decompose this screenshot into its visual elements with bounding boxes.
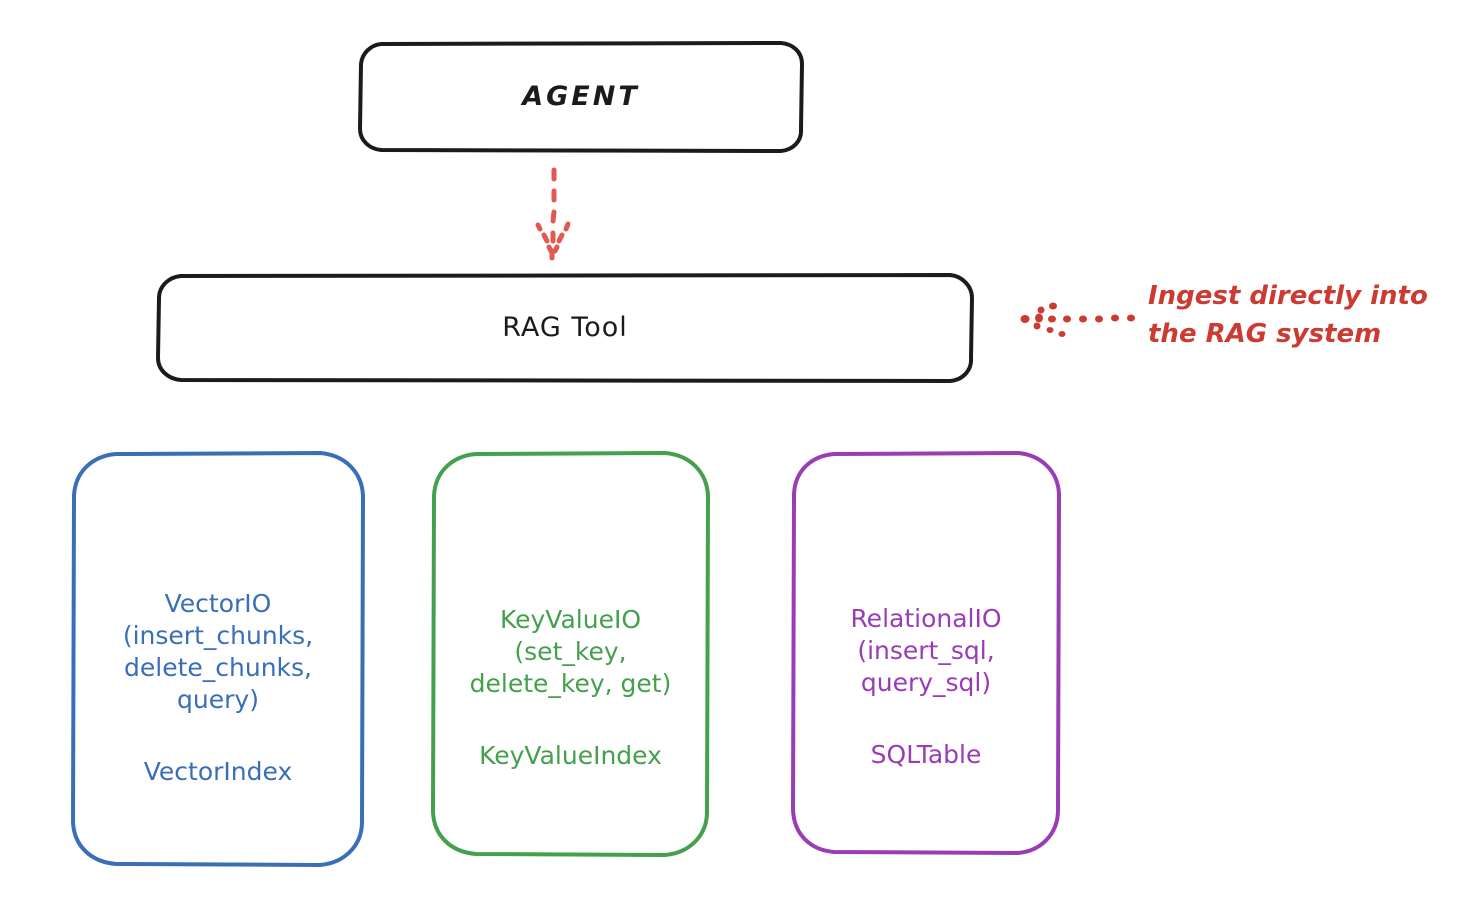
connector-ingest-arrow <box>1020 302 1135 337</box>
rag-tool-box-outline <box>155 272 975 383</box>
node-agent[interactable]: AGENT <box>357 40 805 153</box>
node-rag-tool[interactable]: RAG Tool <box>155 272 975 383</box>
relational-io-index-label: SQLTable <box>870 740 982 769</box>
vector-io-box-outline <box>70 450 366 868</box>
annotation-ingest: Ingest directly into the RAG system <box>1148 281 1428 349</box>
key-value-io-api-label: KeyValueIO (set_key, delete_key, get) <box>469 605 672 698</box>
vector-io-api-label: VectorIO (insert_chunks, delete_chunks, … <box>122 589 314 714</box>
key-value-io-content: KeyValueIO (set_key, delete_key, get) Ke… <box>430 604 711 772</box>
key-value-io-box-outline <box>430 450 711 858</box>
relational-io-box-outline <box>790 450 1062 856</box>
connector-agent-to-rag-tool-arrow <box>535 167 571 261</box>
rag-tool-label: RAG Tool <box>502 312 628 343</box>
vector-io-content: VectorIO (insert_chunks, delete_chunks, … <box>70 588 366 788</box>
relational-io-api-label: RelationalIO (insert_sql, query_sql) <box>850 604 1002 697</box>
node-key-value-io[interactable]: KeyValueIO (set_key, delete_key, get) Ke… <box>430 450 711 858</box>
node-vector-io[interactable]: VectorIO (insert_chunks, delete_chunks, … <box>70 450 366 868</box>
node-relational-io[interactable]: RelationalIO (insert_sql, query_sql) SQL… <box>790 450 1062 856</box>
vector-io-index-label: VectorIndex <box>143 757 293 786</box>
relational-io-content: RelationalIO (insert_sql, query_sql) SQL… <box>790 603 1062 771</box>
agent-box-outline <box>357 40 805 153</box>
agent-label: AGENT <box>522 81 640 112</box>
key-value-io-index-label: KeyValueIndex <box>479 741 662 770</box>
